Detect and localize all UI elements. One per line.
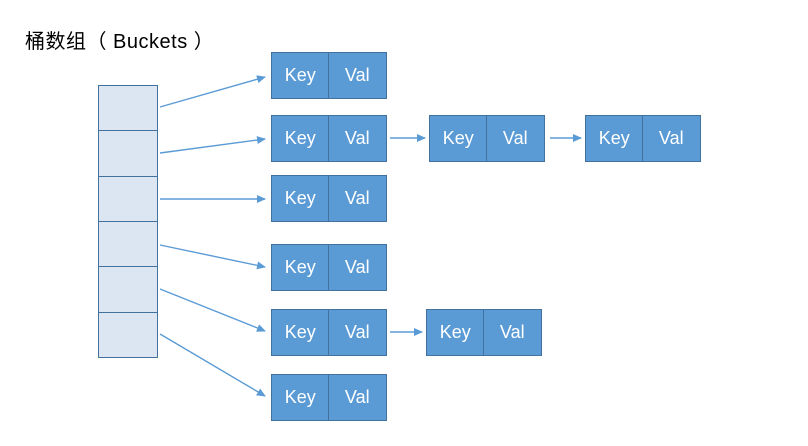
key-cell: Key (271, 309, 330, 356)
key-cell: Key (271, 244, 330, 291)
bucket-cell-3 (99, 221, 157, 268)
key-cell: Key (426, 309, 485, 356)
diagram-title: 桶数组（ Buckets ） (25, 31, 215, 53)
kv-node-row1-2: Key Val (585, 115, 701, 162)
bucket-cell-1 (99, 131, 157, 177)
arrow-bucket3-node (159, 244, 266, 270)
kv-node-row4-1: Key Val (426, 309, 542, 356)
kv-node-row4-0: Key Val (271, 309, 387, 356)
val-cell: Val (328, 175, 387, 222)
val-cell: Val (328, 244, 387, 291)
bucket-cell-4 (99, 267, 157, 313)
bucket-cell-0 (99, 86, 157, 132)
kv-node-row3-0: Key Val (271, 244, 387, 291)
key-cell: Key (585, 115, 644, 162)
bucket-cell-5 (99, 312, 157, 357)
kv-node-row2-0: Key Val (271, 175, 387, 222)
val-cell: Val (483, 309, 542, 356)
key-cell: Key (271, 374, 330, 421)
arrow-bucket4-node (159, 288, 266, 332)
key-cell: Key (271, 175, 330, 222)
kv-node-row5-0: Key Val (271, 374, 387, 421)
val-cell: Val (486, 115, 545, 162)
arrow-bucket5-node (159, 333, 266, 397)
kv-node-row0-0: Key Val (271, 52, 387, 99)
bucket-cell-2 (99, 176, 157, 222)
key-cell: Key (271, 115, 330, 162)
val-cell: Val (642, 115, 701, 162)
arrow-bucket1-node (159, 136, 266, 154)
kv-node-row1-1: Key Val (429, 115, 545, 162)
arrow-bucket0-node (159, 75, 266, 108)
key-cell: Key (271, 52, 330, 99)
val-cell: Val (328, 115, 387, 162)
kv-node-row1-0: Key Val (271, 115, 387, 162)
key-cell: Key (429, 115, 488, 162)
val-cell: Val (328, 374, 387, 421)
val-cell: Val (328, 52, 387, 99)
val-cell: Val (328, 309, 387, 356)
bucket-array (98, 85, 158, 358)
